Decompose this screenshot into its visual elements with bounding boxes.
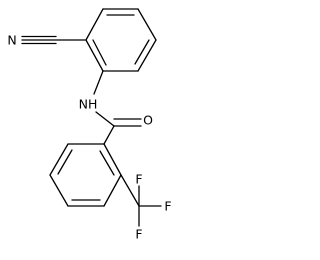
trifluoromethyl-group: F F F xyxy=(120,172,172,242)
double-bond-inner xyxy=(99,150,115,176)
bond xyxy=(103,174,122,207)
bond xyxy=(85,8,104,41)
nitrile-nitrogen-label: N xyxy=(7,33,16,48)
structure-diagram: N NH O F F F xyxy=(7,8,172,242)
amide-linkage: NH O xyxy=(79,70,153,145)
amide-nh-label: NH xyxy=(79,97,98,112)
double-bond-inner xyxy=(92,39,107,66)
double-bond-inner xyxy=(57,149,73,175)
fluorine-label-top: F xyxy=(135,172,142,187)
bond xyxy=(95,111,115,127)
trifluoromethylphenyl-ring xyxy=(49,143,122,207)
bond xyxy=(137,39,157,72)
bond xyxy=(103,125,115,145)
carbonyl-oxygen-label: O xyxy=(143,113,153,128)
bond xyxy=(85,39,104,72)
bond xyxy=(120,174,140,207)
bond xyxy=(137,8,157,41)
double-bond-inner xyxy=(134,39,150,65)
fluorine-label-bottom: F xyxy=(135,227,142,242)
nitrile-group: N xyxy=(7,33,87,48)
bond xyxy=(103,143,122,176)
bond xyxy=(49,143,69,176)
fluorine-label-right: F xyxy=(164,199,171,214)
cyanophenyl-ring xyxy=(85,8,157,72)
bond xyxy=(49,174,69,207)
bond xyxy=(93,70,104,95)
